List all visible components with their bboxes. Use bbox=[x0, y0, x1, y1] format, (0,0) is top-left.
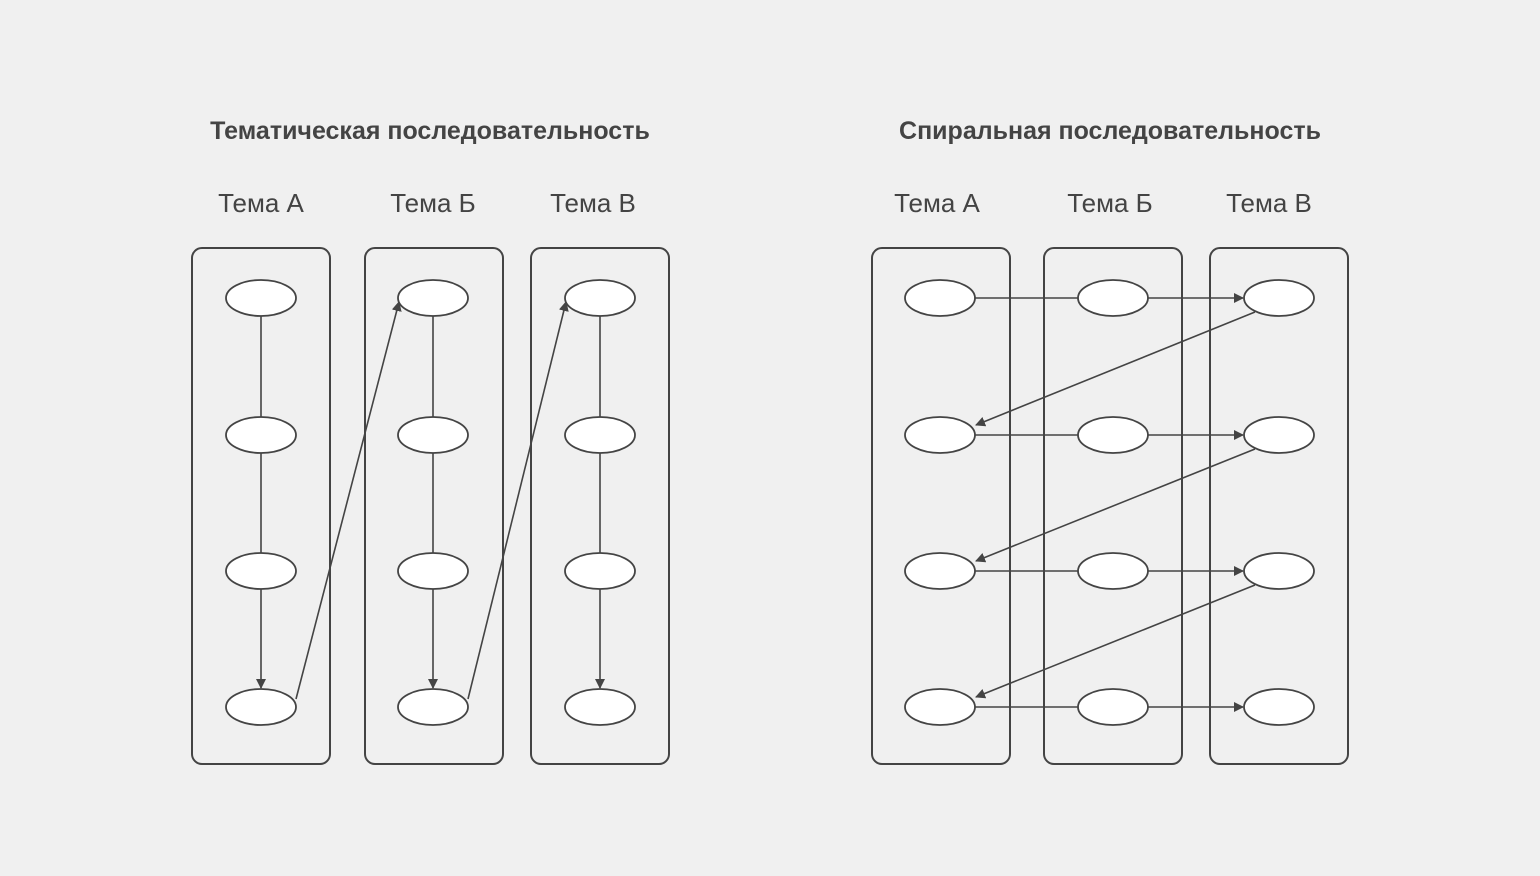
content-node bbox=[225, 416, 297, 454]
diagram-title: Тематическая последовательность bbox=[210, 117, 650, 145]
content-node bbox=[904, 416, 976, 454]
content-node bbox=[225, 279, 297, 317]
content-node bbox=[564, 688, 636, 726]
transition-arrow bbox=[295, 301, 402, 700]
content-node bbox=[397, 279, 469, 317]
content-node bbox=[397, 688, 469, 726]
content-node bbox=[1077, 416, 1149, 454]
content-node bbox=[397, 552, 469, 590]
content-node bbox=[564, 552, 636, 590]
topic-box bbox=[530, 247, 670, 765]
topic-box bbox=[364, 247, 504, 765]
content-node bbox=[1243, 552, 1315, 590]
topic-box bbox=[1043, 247, 1183, 765]
content-node bbox=[904, 552, 976, 590]
content-node bbox=[1077, 552, 1149, 590]
content-node bbox=[1077, 279, 1149, 317]
content-node bbox=[225, 552, 297, 590]
content-node bbox=[564, 279, 636, 317]
diagram-title: Спиральная последовательность bbox=[899, 117, 1321, 145]
topic-box bbox=[191, 247, 331, 765]
edges bbox=[975, 293, 1256, 712]
topic-box bbox=[1209, 247, 1349, 765]
content-node bbox=[1243, 416, 1315, 454]
topic-header: Тема В bbox=[550, 188, 636, 218]
topic-header: Тема А bbox=[894, 188, 980, 218]
spiral-return-arrow bbox=[975, 584, 1256, 699]
content-node bbox=[904, 688, 976, 726]
content-node bbox=[1243, 688, 1315, 726]
topic-box bbox=[871, 247, 1011, 765]
content-node bbox=[904, 279, 976, 317]
spiral-return-arrow bbox=[975, 448, 1256, 563]
topic-header: Тема А bbox=[218, 188, 304, 218]
content-node bbox=[225, 688, 297, 726]
spiral-return-arrow bbox=[975, 311, 1256, 427]
topic-header: Тема Б bbox=[390, 188, 476, 218]
content-node bbox=[397, 416, 469, 454]
spiral-sequence-diagram: Спиральная последовательность Тема А Тем… bbox=[871, 117, 1349, 765]
thematic-sequence-diagram: Тематическая последовательность Тема А Т… bbox=[191, 117, 670, 765]
content-node bbox=[1243, 279, 1315, 317]
topic-header: Тема Б bbox=[1067, 188, 1153, 218]
edges bbox=[256, 301, 605, 700]
content-node bbox=[1077, 688, 1149, 726]
transition-arrow bbox=[467, 301, 569, 700]
content-node bbox=[564, 416, 636, 454]
topic-header: Тема В bbox=[1226, 188, 1312, 218]
